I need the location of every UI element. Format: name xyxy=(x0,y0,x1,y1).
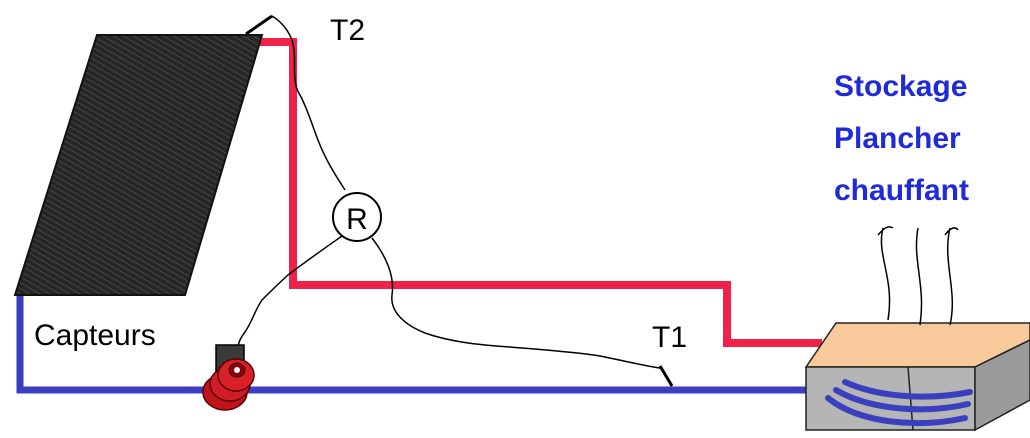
wire-t2-regulator xyxy=(271,15,346,191)
solar-collector-panel xyxy=(13,34,264,296)
storage-label-line2: Plancher xyxy=(834,122,961,155)
storage-label-line1: Stockage xyxy=(834,70,967,103)
sensor-t1-probe xyxy=(658,365,674,387)
collectors-label: Capteurs xyxy=(34,319,156,352)
circulation-pump xyxy=(202,344,255,411)
heated-floor-slab xyxy=(804,322,1030,432)
wire-regulator-pump xyxy=(236,235,343,351)
regulator-label: R xyxy=(346,203,368,236)
hot-pipe xyxy=(258,38,822,347)
sensor-t2-probe xyxy=(245,14,273,36)
sensor-t1-label: T1 xyxy=(652,321,687,354)
sensor-t2-label: T2 xyxy=(330,14,365,47)
wire-regulator-t1 xyxy=(371,237,661,369)
heat-waves xyxy=(877,226,959,326)
storage-label-line3: chauffant xyxy=(834,174,969,207)
regulator-circle xyxy=(332,192,382,242)
cold-pipe xyxy=(16,295,812,394)
